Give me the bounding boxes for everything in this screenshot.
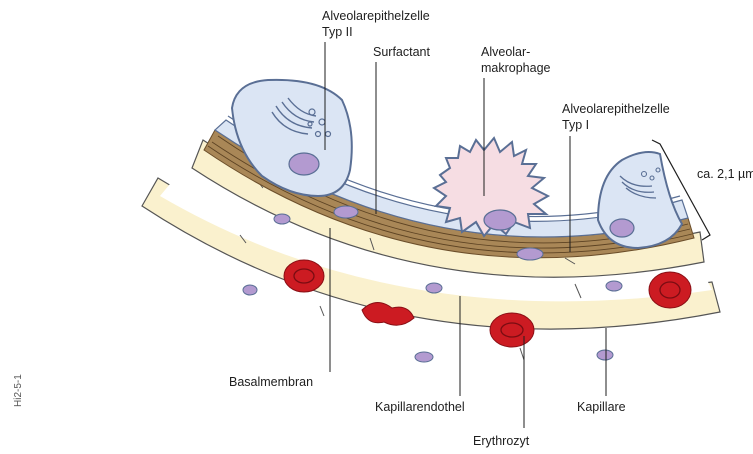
type1-nucleus-middle bbox=[517, 248, 543, 260]
type2-nucleus-left bbox=[289, 153, 319, 175]
label-type1-line2: Typ I bbox=[562, 118, 589, 132]
label-basalmembran: Basalmembran bbox=[229, 375, 313, 389]
label-macrophage-line2: makrophage bbox=[481, 61, 551, 75]
label-type2-line1: Alveolarepithelzelle bbox=[322, 9, 430, 23]
type1-nucleus-left bbox=[334, 206, 358, 218]
alveolar-type2-cell-right bbox=[598, 152, 682, 248]
macrophage-nucleus bbox=[484, 210, 516, 230]
label-erythrozyt: Erythrozyt bbox=[473, 434, 530, 448]
label-type1-line1: Alveolarepithelzelle bbox=[562, 102, 670, 116]
label-thickness: ca. 2,1 µm bbox=[697, 167, 753, 181]
label-macrophage-line1: Alveolar- bbox=[481, 45, 530, 59]
label-kapillarendothel: Kapillarendothel bbox=[375, 400, 465, 414]
label-surfactant: Surfactant bbox=[373, 45, 431, 59]
type2-nucleus-right bbox=[610, 219, 634, 237]
label-kapillare: Kapillare bbox=[577, 400, 626, 414]
figure-id: Hi2-5-1 bbox=[13, 374, 24, 407]
label-type2-line2: Typ II bbox=[322, 25, 353, 39]
